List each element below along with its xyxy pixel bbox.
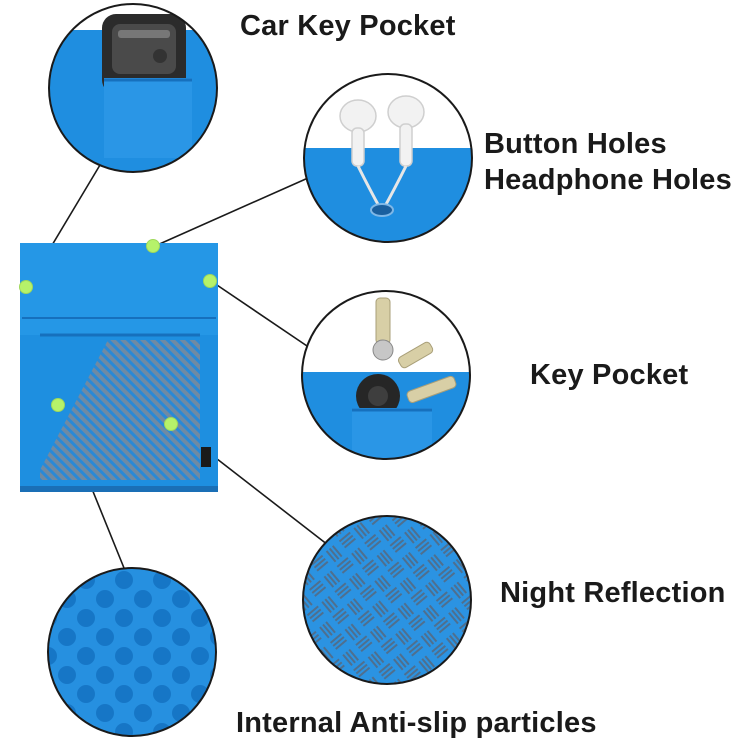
label-anti-slip: Internal Anti-slip particles bbox=[236, 707, 597, 739]
armband-pouch-product bbox=[20, 243, 218, 492]
marker-dot bbox=[203, 274, 217, 288]
detail-circle-anti-slip bbox=[47, 567, 217, 737]
detail-circle-car-key-pocket bbox=[48, 3, 218, 173]
detail-circle-key-pocket bbox=[301, 290, 471, 460]
leader-line-key-pocket bbox=[210, 280, 311, 349]
marker-dots bbox=[19, 239, 217, 431]
button-hole bbox=[370, 203, 394, 217]
label-car-key-pocket: Car Key Pocket bbox=[240, 10, 456, 42]
key-ring-icon bbox=[356, 297, 457, 418]
car-key-icon bbox=[102, 14, 186, 94]
label-headphone-holes: Headphone Holes bbox=[484, 164, 732, 196]
earphones-icon bbox=[339, 95, 425, 209]
marker-dot bbox=[146, 239, 160, 253]
detail-circle-headphone-holes bbox=[303, 73, 473, 243]
label-button-holes: Button Holes bbox=[484, 128, 667, 160]
detail-circle-night-reflection bbox=[302, 515, 472, 685]
marker-dot bbox=[164, 417, 178, 431]
leader-line-button-holes bbox=[154, 177, 309, 247]
marker-dot bbox=[19, 280, 33, 294]
label-key-pocket: Key Pocket bbox=[530, 359, 689, 391]
reflective-panel bbox=[40, 340, 200, 480]
marker-dot bbox=[51, 398, 65, 412]
label-night-reflection: Night Reflection bbox=[500, 577, 726, 609]
